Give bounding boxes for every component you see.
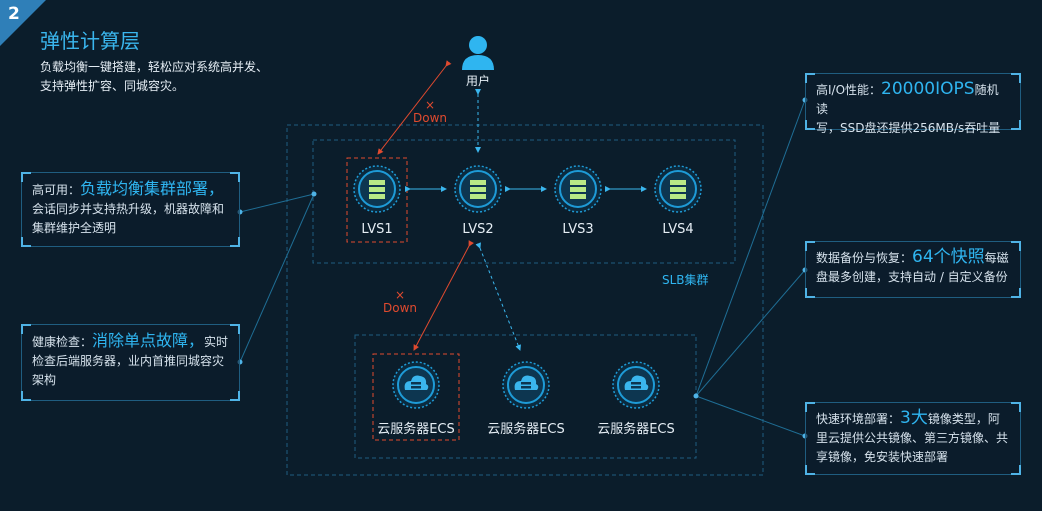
user-icon <box>462 36 494 70</box>
card-highlight: 20000IOPS <box>881 79 975 99</box>
section-badge <box>0 0 46 46</box>
connector-health <box>239 193 315 363</box>
lvs-node-icons <box>353 165 702 213</box>
ecs-label: 云服务器ECS <box>487 422 565 437</box>
lvs1-down-box <box>346 157 408 243</box>
card-line: 写，SSD盘还提供256MB/s吞吐量 <box>816 121 1001 135</box>
card-suffix: 每磁 <box>984 251 1009 265</box>
down-x: × <box>394 288 406 302</box>
slb-frame <box>312 139 736 264</box>
card-line: 架构 <box>32 373 57 387</box>
lvs-label: LVS1 <box>361 222 393 237</box>
card-line: 检查后端服务器，业内首推同城容灾 <box>32 354 225 368</box>
connector-dot <box>311 191 317 197</box>
server-icon <box>353 165 401 213</box>
card-highlight: 64个快照 <box>912 247 985 267</box>
cloud-server-icon <box>502 361 550 409</box>
ecs-label: 云服务器ECS <box>597 422 675 437</box>
outer-frame <box>286 124 764 476</box>
down-text: Down <box>382 301 417 315</box>
server-icon <box>454 165 502 213</box>
link-user-lvs1 <box>377 60 452 155</box>
card-suffix: 实时 <box>204 335 229 349</box>
down-text: Down <box>412 111 447 125</box>
cloud-server-icon <box>392 361 440 409</box>
page-title: 弹性计算层 <box>40 29 140 53</box>
card-suffix: 镜像类型，阿 <box>927 412 1000 426</box>
lvs-label: LVS3 <box>562 222 594 237</box>
lvs-label: LVS4 <box>662 222 694 237</box>
down-x: × <box>424 98 436 112</box>
card-line: 里云提供公共镜像、第三方镜像、共 <box>816 431 1009 445</box>
card-prefix: 高可用： <box>32 183 81 197</box>
card-backup: 数据备份与恢复：64个快照每磁 盘最多创建，支持自动 / 自定义备份 <box>805 241 1021 298</box>
ecs-label: 云服务器ECS <box>377 422 455 437</box>
connector-backup <box>695 269 806 397</box>
card-highlight: 负载均衡集群部署， <box>80 179 225 198</box>
card-suffix: 随机读 <box>816 83 999 116</box>
description-line: 支持弹性扩容、同城容灾。 <box>40 79 185 93</box>
card-deploy: 快速环境部署：3大镜像类型，阿 里云提供公共镜像、第三方镜像、共 享镜像，免安装… <box>805 402 1021 475</box>
ecs1-down-box <box>372 353 460 441</box>
card-prefix: 高I/O性能： <box>816 83 882 97</box>
user-label: 用户 <box>466 74 491 88</box>
card-line: 会话同步并支持热升级，机器故障和 <box>32 202 225 216</box>
slb-cluster-label: SLB集群 <box>662 273 709 287</box>
card-highlight: 3大 <box>900 408 928 428</box>
card-high-io: 高I/O性能：20000IOPS随机读 写，SSD盘还提供256MB/s吞吐量 <box>805 73 1021 135</box>
card-high-availability: 高可用：负载均衡集群部署， 会话同步并支持热升级，机器故障和 集群维护全透明 <box>21 172 240 247</box>
down-mark-ecs: × Down <box>380 289 420 315</box>
card-prefix: 健康检查： <box>32 335 93 349</box>
ecs-node-icons <box>392 361 660 409</box>
connector-deploy <box>695 395 806 437</box>
card-highlight: 消除单点故障， <box>92 331 205 350</box>
server-icon <box>554 165 602 213</box>
link-lvs2-ecs1 <box>413 240 474 351</box>
page-description: 负载均衡一键搭建，轻松应对系统高并发、 支持弹性扩容、同城容灾。 <box>40 58 300 96</box>
cloud-server-icon <box>612 361 660 409</box>
card-health-check: 健康检查：消除单点故障，实时 检查后端服务器，业内首推同城容灾 架构 <box>21 324 240 401</box>
card-line: 集群维护全透明 <box>32 221 117 235</box>
link-lvs2-ecs2 <box>475 242 521 351</box>
card-line: 盘最多创建，支持自动 / 自定义备份 <box>816 270 1008 284</box>
server-icon <box>654 165 702 213</box>
connector-ha <box>239 193 315 213</box>
section-number: 2 <box>8 4 20 24</box>
card-prefix: 快速环境部署： <box>816 412 901 426</box>
connector-io <box>695 99 806 397</box>
connector-dot <box>693 393 699 399</box>
card-line: 享镜像，免安装快速部署 <box>816 450 949 464</box>
card-prefix: 数据备份与恢复： <box>816 251 913 265</box>
lvs-label: LVS2 <box>462 222 494 237</box>
down-mark-lvs: × Down <box>410 99 450 125</box>
description-line: 负载均衡一键搭建，轻松应对系统高并发、 <box>40 60 269 74</box>
